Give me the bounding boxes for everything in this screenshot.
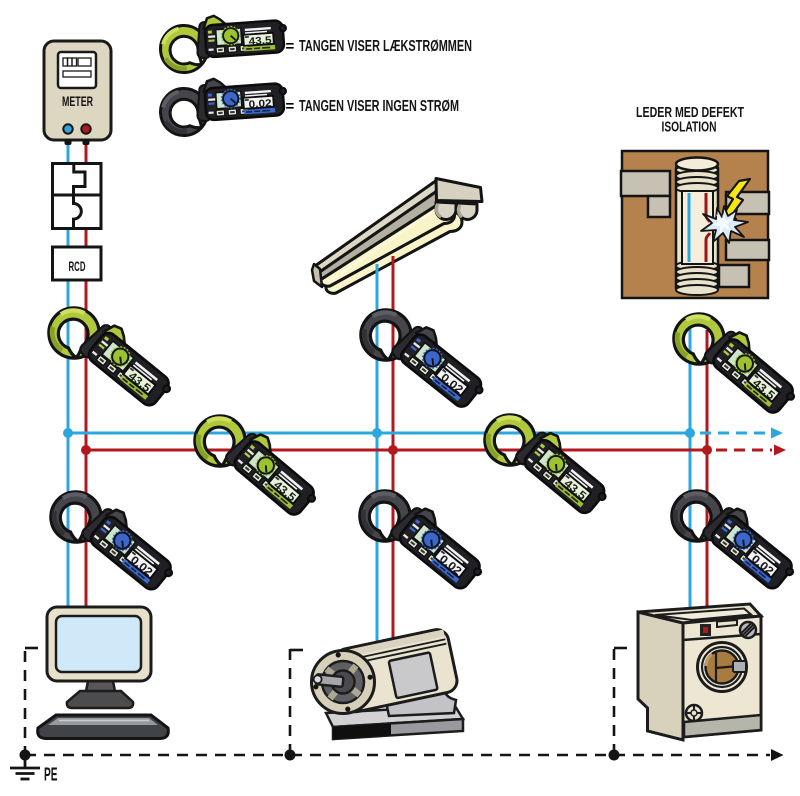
svg-text:METER: METER [62,94,93,109]
svg-text:TANGEN VISER INGEN STRØM: TANGEN VISER INGEN STRØM [299,98,459,115]
svg-text:ISOLATION: ISOLATION [662,120,717,136]
svg-text:TANGEN VISER LÆKSTRØMMEN: TANGEN VISER LÆKSTRØMMEN [299,38,472,55]
svg-text:PE: PE [44,765,58,785]
svg-text:RCD: RCD [69,259,86,274]
svg-text:=: = [286,98,295,115]
svg-text:=: = [286,38,295,55]
svg-text:LEDER MED DEFEKT: LEDER MED DEFEKT [636,105,744,121]
